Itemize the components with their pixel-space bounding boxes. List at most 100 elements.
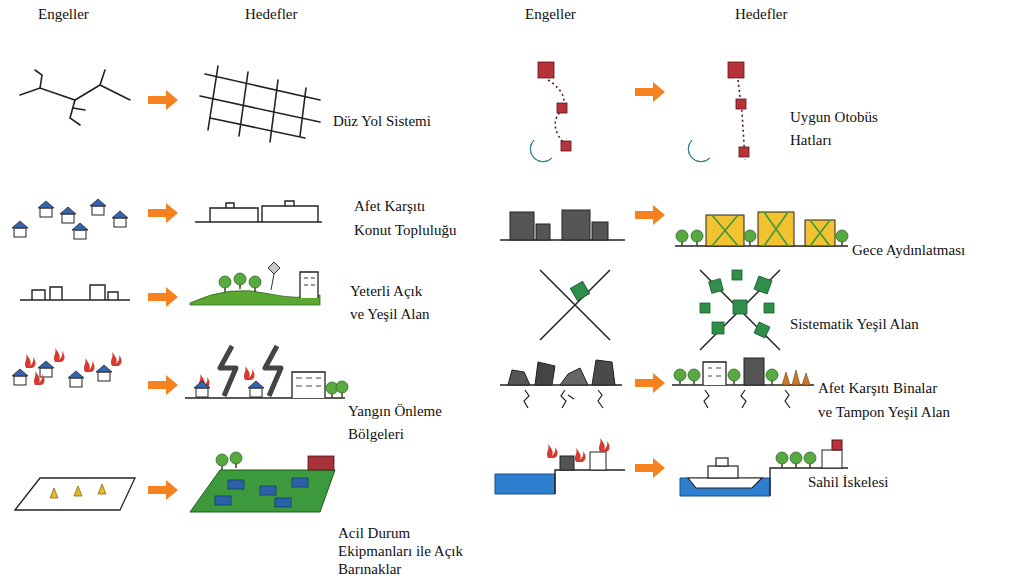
text-line: Engeller (38, 4, 89, 24)
sketch-part (495, 474, 555, 494)
sketch-part (308, 456, 334, 470)
sketch-part (244, 366, 255, 380)
sketch-part (234, 273, 246, 289)
sketch-part (90, 199, 106, 215)
sketch-part (709, 279, 724, 294)
text-line: Uygun Otobüs (790, 106, 878, 129)
sketch-part (700, 270, 774, 338)
sketch-part (744, 230, 756, 246)
sketch-part (54, 348, 65, 362)
sketch-part (148, 375, 178, 395)
sketch-part (524, 390, 529, 408)
sketch-part (508, 370, 530, 385)
sketch-part (215, 496, 231, 505)
sketch-part (688, 478, 762, 488)
sketch-part (98, 484, 106, 494)
sketch-part (836, 230, 848, 246)
column-header: Engeller (525, 4, 576, 24)
sketch-part (704, 390, 709, 408)
sketch-part (50, 488, 58, 498)
sketch-part (804, 452, 816, 468)
sketch-part (776, 452, 788, 468)
sketch-part (764, 212, 788, 246)
sketch-part (703, 362, 726, 385)
sketch-part (190, 470, 335, 512)
text-line: Hedefler (735, 4, 787, 24)
sketch-part (260, 486, 276, 495)
sketch-part (60, 207, 76, 223)
goal-label: Afet Karşıtı Binalar ve Tampon Yeşil Ala… (818, 376, 950, 424)
road-sketch (20, 66, 320, 142)
sketch-part (741, 390, 746, 408)
column-header: Hedefler (735, 4, 787, 24)
sketch-part (270, 80, 278, 142)
sketch-part (74, 486, 82, 496)
sketch-part (108, 292, 118, 300)
sketch-part (72, 223, 88, 239)
sketch-part (758, 212, 794, 246)
sketch-part (70, 100, 80, 125)
sketch-part (680, 478, 770, 496)
sketch-part (688, 369, 700, 385)
sketch-part (560, 456, 574, 470)
sketch-part (20, 85, 130, 100)
sketch-part (732, 270, 742, 280)
sketch-part (32, 290, 45, 300)
sketch-part (562, 210, 590, 240)
sketch-part (706, 215, 744, 246)
sketch-part (704, 390, 790, 408)
sketch-part (736, 99, 746, 109)
sketch-part (728, 62, 744, 78)
sketch-part (790, 452, 802, 468)
goal-label: Afet Karşıtı Konut Topluluğu (354, 194, 456, 242)
sketch-part (599, 438, 610, 452)
sketch-part (635, 458, 665, 478)
sketch-part (635, 205, 665, 225)
sketch-part (210, 208, 258, 222)
sketch-part (208, 66, 218, 130)
sketch-part (547, 444, 558, 458)
sketch-part (15, 478, 135, 510)
goal-label: Yangın Önleme Bölgeleri (348, 400, 442, 446)
sketch-part (50, 484, 106, 498)
sketch-part (561, 141, 571, 151)
sketch-part (148, 287, 178, 307)
sketch-part (561, 390, 574, 408)
sketch-part (68, 371, 84, 387)
sketch-part (25, 354, 36, 368)
sketch-part (300, 272, 318, 298)
sketch-part (708, 466, 738, 478)
sketch-part (782, 372, 790, 385)
text-line: Ekipmanları ile Açık (338, 542, 463, 560)
sketch-part (548, 80, 566, 146)
sketch-part (262, 206, 318, 222)
sketch-part (700, 270, 780, 350)
sketch-part (265, 346, 281, 396)
sketch-part (292, 478, 308, 487)
sketch-part (530, 140, 552, 162)
sketch-part (592, 222, 608, 240)
sketch-part (744, 358, 764, 385)
sketch-part (35, 70, 42, 88)
sketch-part (535, 362, 555, 385)
sketch-part (84, 358, 95, 372)
text-line: Afet Karşıtı (354, 194, 456, 218)
sketch-part (268, 262, 280, 290)
text-line: Hedefler (245, 4, 297, 24)
sketch-part (20, 299, 130, 300)
sketch-part (148, 203, 178, 223)
sketch-part (575, 448, 586, 462)
sketch-part (148, 480, 178, 500)
sketch-part (712, 215, 738, 246)
sketch-part (700, 303, 710, 313)
sketch-part (275, 498, 291, 507)
sketch-part (635, 373, 665, 393)
text-line: Bölgeleri (348, 423, 442, 446)
sketch-part (285, 201, 294, 206)
sketch-part (215, 478, 308, 507)
sketch-part (210, 118, 305, 138)
sketch-part (802, 373, 810, 385)
goal-label: Yeterli Açık ve Yeşil Alan (350, 280, 430, 326)
sketch-part (195, 201, 322, 222)
sketch-part (538, 62, 554, 78)
